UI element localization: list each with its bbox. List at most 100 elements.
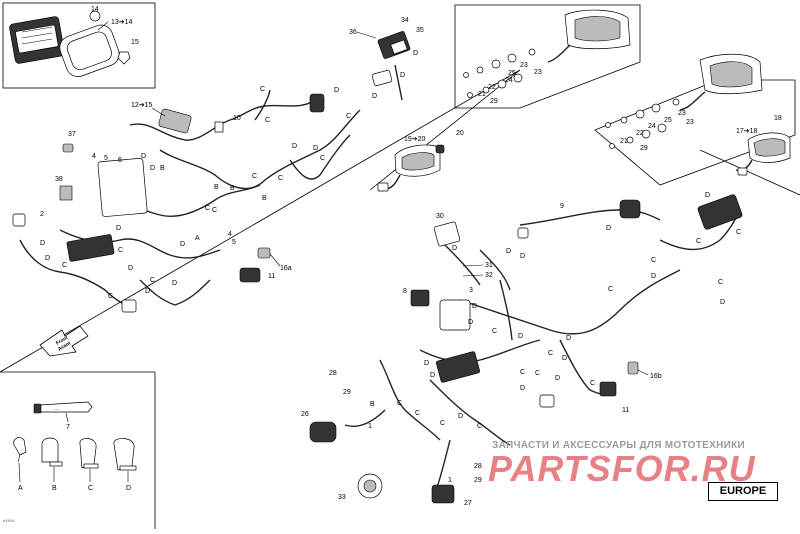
callout-28-b: 28	[474, 463, 482, 470]
callout-28: 28	[329, 370, 337, 377]
callout-24-a: 24	[505, 77, 513, 84]
legend-box	[0, 371, 156, 529]
callout-23-d: 23	[686, 119, 694, 126]
svg-text:C: C	[62, 262, 67, 269]
clamp-A	[13, 437, 27, 463]
svg-text:C: C	[205, 205, 210, 212]
gauge-module	[158, 108, 192, 134]
callout-2: 2	[40, 211, 44, 218]
svg-text:C: C	[252, 173, 257, 180]
taillight-inset-top	[454, 4, 641, 109]
callout-23-c: 23	[678, 110, 686, 117]
callout-29-b: 29	[640, 145, 648, 152]
callout-6-a: 6	[118, 157, 122, 164]
front-label: Front	[55, 335, 69, 347]
svg-text:C: C	[265, 117, 270, 124]
callout-16b: 16b	[650, 373, 662, 380]
connector-16a	[257, 247, 271, 259]
svg-text:D: D	[424, 360, 429, 367]
svg-text:D: D	[518, 333, 523, 340]
connector-10	[214, 121, 224, 133]
callout-32: 32	[485, 272, 493, 279]
clamp-B	[41, 437, 63, 467]
svg-text:D: D	[45, 255, 50, 262]
rear-lamp-19	[377, 144, 445, 192]
svg-text:C: C	[477, 423, 482, 430]
bracket-30	[433, 221, 461, 247]
svg-text:C: C	[320, 155, 325, 162]
callout-14: 14	[91, 6, 99, 13]
svg-text:D: D	[40, 240, 45, 247]
svg-text:D: D	[606, 225, 611, 232]
callout-10: 10	[233, 115, 241, 122]
relay-block	[439, 299, 471, 331]
callout-18: 18	[774, 115, 782, 122]
callout-1-b: 1	[448, 477, 452, 484]
svg-text:B: B	[160, 165, 165, 172]
callout-29-front: 29	[343, 389, 351, 396]
legend-label-b: B	[52, 485, 57, 492]
svg-text:C: C	[492, 328, 497, 335]
taillight-mid	[679, 53, 763, 111]
connector-37	[62, 143, 74, 153]
svg-text:D: D	[313, 145, 318, 152]
callout-24-b: 24	[648, 123, 656, 130]
ecu-box	[66, 234, 115, 262]
divider-right	[699, 149, 800, 196]
svg-text:D: D	[372, 93, 377, 100]
svg-text:C: C	[260, 86, 265, 93]
callout-3: 3	[469, 287, 473, 294]
svg-text:D: D	[468, 319, 473, 326]
callout-19-20: 19➔20	[404, 136, 426, 143]
svg-text:C: C	[150, 277, 155, 284]
callout-21-a: 21	[478, 91, 486, 98]
svg-text:C: C	[346, 113, 351, 120]
svg-text:D: D	[555, 375, 560, 382]
svg-text:D: D	[520, 385, 525, 392]
svg-text:D: D	[566, 335, 571, 342]
front-arrow: Front Avant	[39, 325, 89, 357]
callout-38: 38	[55, 176, 63, 183]
gauge-screw	[89, 10, 101, 22]
svg-text:D: D	[116, 225, 121, 232]
svg-text:C: C	[118, 247, 123, 254]
connector-front-a	[539, 394, 555, 408]
svg-text:A: A	[195, 235, 200, 242]
callout-17-18: 17➔18	[736, 128, 758, 135]
switch-assembly	[371, 31, 411, 101]
fuse-box	[97, 157, 148, 217]
svg-text:C: C	[397, 400, 402, 407]
svg-text:B: B	[214, 184, 219, 191]
horn-26	[309, 421, 337, 443]
callout-7: 7	[66, 424, 70, 431]
relay-38	[59, 185, 73, 201]
callout-29-a: 29	[490, 98, 498, 105]
connector-11-top	[239, 267, 261, 283]
legend-label-c: C	[88, 485, 93, 492]
svg-text:D: D	[472, 303, 477, 310]
section-divider-2	[369, 69, 521, 191]
svg-text:D: D	[150, 165, 155, 172]
callout-15: 15	[131, 39, 139, 46]
gauge-cluster	[9, 16, 65, 64]
callout-25-b: 25	[664, 117, 672, 124]
callout-13-14: 13➔14	[111, 19, 133, 26]
callout-22-a: 22	[488, 84, 496, 91]
sensor-27	[431, 484, 455, 504]
svg-text:B: B	[262, 195, 267, 202]
callout-16a: 16a	[280, 265, 292, 272]
svg-text:D: D	[430, 372, 435, 379]
switch-connector	[309, 93, 325, 113]
switch-9	[619, 199, 641, 219]
svg-text:D: D	[145, 288, 150, 295]
callout-36: 36	[349, 29, 357, 36]
gauge-grommet	[117, 51, 131, 65]
connector-front-b	[517, 227, 529, 239]
connector-16b	[627, 361, 639, 375]
svg-text:D: D	[506, 248, 511, 255]
svg-text:D: D	[180, 241, 185, 248]
svg-text:B: B	[230, 185, 235, 192]
svg-text:C: C	[520, 369, 525, 376]
svg-text:D: D	[413, 50, 418, 57]
svg-text:C: C	[212, 207, 217, 214]
